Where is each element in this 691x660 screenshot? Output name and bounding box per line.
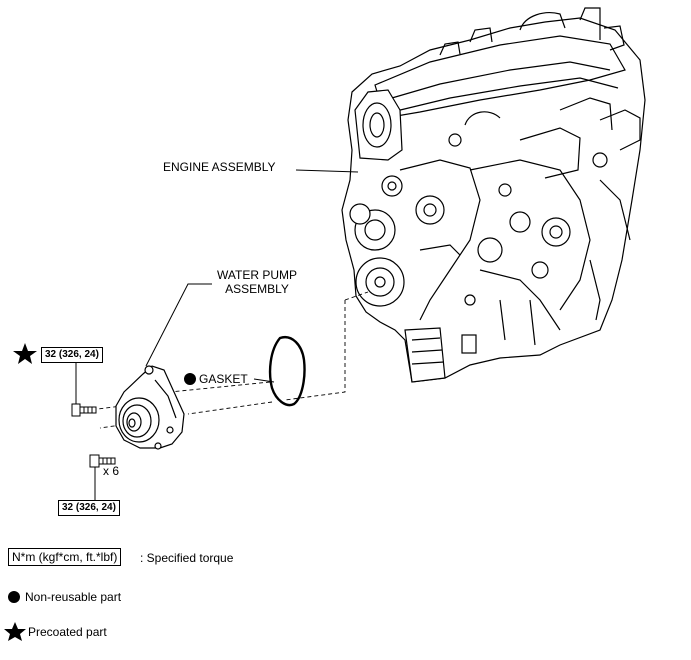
gasket-illustration (268, 335, 306, 407)
legend-torque-box: N*m (kgf*cm, ft.*lbf) (8, 548, 122, 566)
water-pump-leader-line (145, 283, 212, 367)
gasket-leader-line (253, 378, 275, 383)
upper-bolt-illustration (71, 403, 97, 417)
engine-leader-line (295, 169, 359, 173)
lower-torque-box: 32 (326, 24) (58, 500, 120, 516)
legend-torque-text: : Specified torque (140, 551, 234, 565)
engine-assembly-label: ENGINE ASSEMBLY (163, 160, 276, 174)
legend-precoated-star-icon (4, 622, 26, 641)
water-pump-label-line2: ASSEMBLY (225, 282, 289, 296)
legend-non-reusable-icon (8, 591, 20, 603)
legend-non-reusable-text: Non-reusable part (25, 590, 122, 604)
star-icon (13, 343, 37, 364)
legend-precoated-text: Precoated part (28, 625, 107, 639)
bolt-count-label: x 6 (103, 464, 120, 478)
filled-circle-icon (184, 373, 196, 385)
gasket-label: GASKET (199, 372, 248, 386)
water-pump-illustration (115, 365, 185, 450)
water-pump-label: WATER PUMP ASSEMBLY (212, 268, 302, 296)
engine-assembly-illustration (341, 7, 646, 383)
water-pump-label-line1: WATER PUMP (217, 268, 297, 282)
upper-torque-box: 32 (326, 24) (41, 347, 103, 363)
